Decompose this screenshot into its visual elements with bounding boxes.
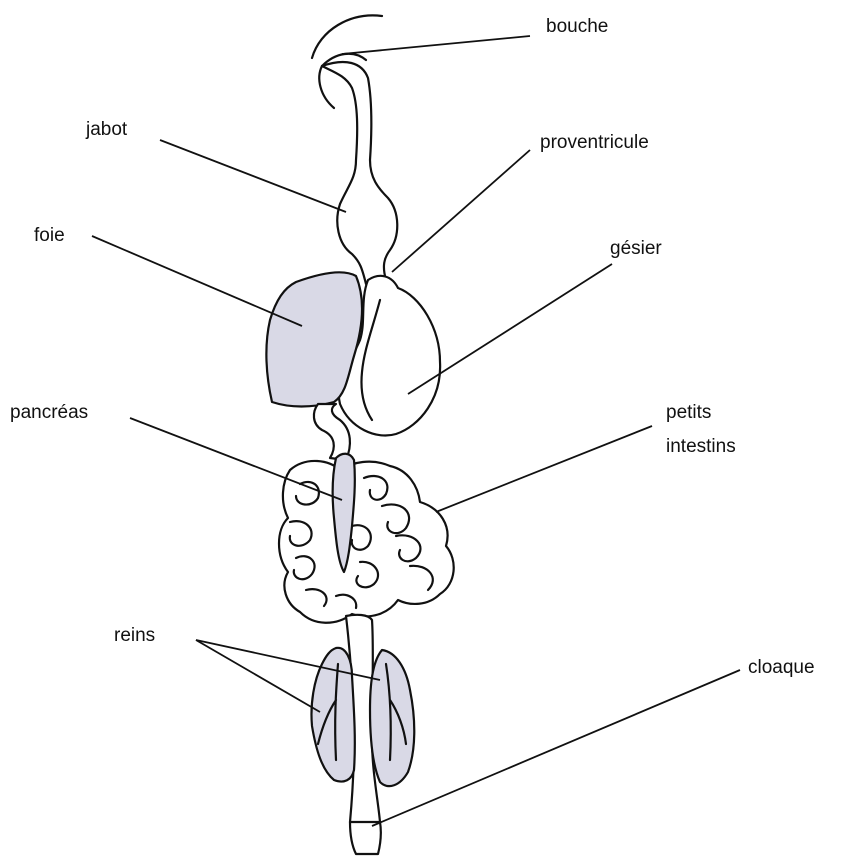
kidney-left xyxy=(311,648,354,782)
leader-petits-intestins xyxy=(436,426,652,512)
leader-foie xyxy=(92,236,302,326)
label-reins: reins xyxy=(114,625,155,646)
leader-bouche xyxy=(342,36,530,54)
label-pancreas: pancréas xyxy=(10,402,88,423)
label-cloaque: cloaque xyxy=(748,657,815,678)
label-foie: foie xyxy=(34,225,65,246)
leader-gesier xyxy=(408,264,612,394)
label-gesier: gésier xyxy=(610,238,662,259)
label-intestins: intestins xyxy=(666,436,736,457)
label-proventricule: proventricule xyxy=(540,132,649,153)
leader-reins-left xyxy=(196,640,320,712)
leader-lines xyxy=(92,36,740,826)
leader-jabot xyxy=(160,140,346,212)
label-jabot: jabot xyxy=(85,119,128,140)
leader-cloaque xyxy=(372,670,740,826)
leader-pancreas xyxy=(130,418,342,500)
kidney-right xyxy=(370,650,414,786)
label-petits: petits xyxy=(666,402,711,423)
leader-proventricule xyxy=(392,150,530,272)
cloaca-end xyxy=(350,822,381,854)
esophagus-crop xyxy=(322,62,397,284)
label-bouche: bouche xyxy=(546,16,608,37)
